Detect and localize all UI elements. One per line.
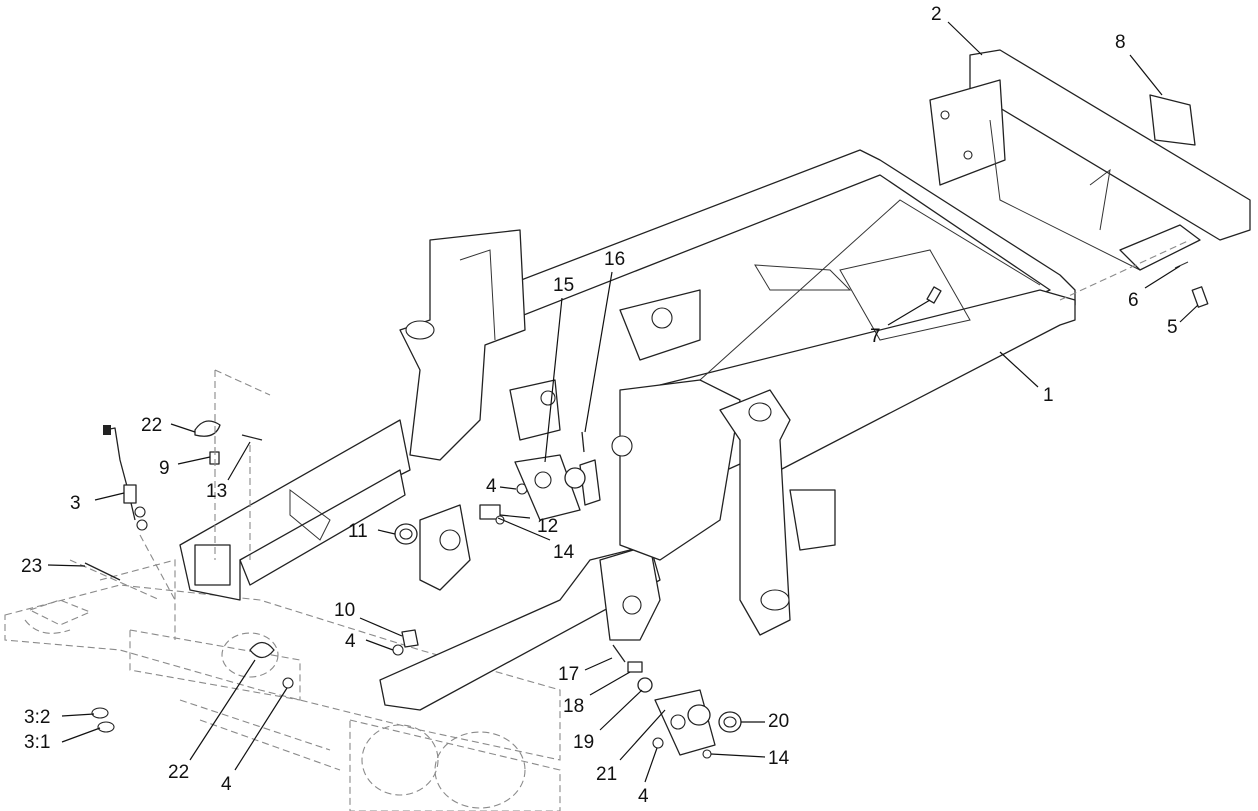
callout-22-a: 22 bbox=[141, 415, 162, 436]
callout-4-c: 4 bbox=[221, 774, 232, 795]
callout-14-b: 14 bbox=[768, 748, 790, 769]
callout-17: 17 bbox=[558, 664, 579, 685]
leader-lines bbox=[47, 21, 1199, 783]
callout-10: 10 bbox=[334, 600, 355, 621]
callout-13: 13 bbox=[206, 481, 227, 502]
callout-1: 1 bbox=[1043, 385, 1054, 406]
callout-3-2: 3:2 bbox=[24, 707, 50, 728]
callout-4-d: 4 bbox=[638, 786, 649, 807]
main-frame bbox=[179, 149, 1076, 711]
callout-4-a: 4 bbox=[486, 476, 497, 497]
decal bbox=[1149, 94, 1196, 146]
rear-bumper bbox=[929, 49, 1251, 301]
callout-7: 7 bbox=[870, 326, 881, 347]
callout-3-1: 3:1 bbox=[24, 732, 50, 753]
callout-14-a: 14 bbox=[553, 542, 575, 563]
callout-9: 9 bbox=[159, 458, 170, 479]
callout-21: 21 bbox=[596, 764, 617, 785]
callout-5: 5 bbox=[1167, 317, 1178, 338]
callout-22-b: 22 bbox=[168, 762, 189, 783]
callout-20: 20 bbox=[768, 711, 789, 732]
callout-6: 6 bbox=[1128, 290, 1139, 311]
callout-15: 15 bbox=[553, 275, 574, 296]
callout-2: 2 bbox=[931, 4, 942, 25]
callout-4-b: 4 bbox=[345, 631, 356, 652]
callout-labels: 1 2 3 3:2 3:1 4 4 4 4 5 6 7 8 9 10 11 12… bbox=[21, 4, 1178, 807]
callout-16: 16 bbox=[604, 249, 625, 270]
ghost-front-axle bbox=[4, 369, 561, 811]
callout-12: 12 bbox=[537, 516, 558, 537]
hardware bbox=[69, 261, 1209, 759]
callout-23: 23 bbox=[21, 556, 42, 577]
callout-8: 8 bbox=[1115, 32, 1126, 53]
callout-11: 11 bbox=[348, 521, 368, 542]
callout-19: 19 bbox=[573, 732, 594, 753]
callout-18: 18 bbox=[563, 696, 584, 717]
callout-3: 3 bbox=[70, 493, 81, 514]
